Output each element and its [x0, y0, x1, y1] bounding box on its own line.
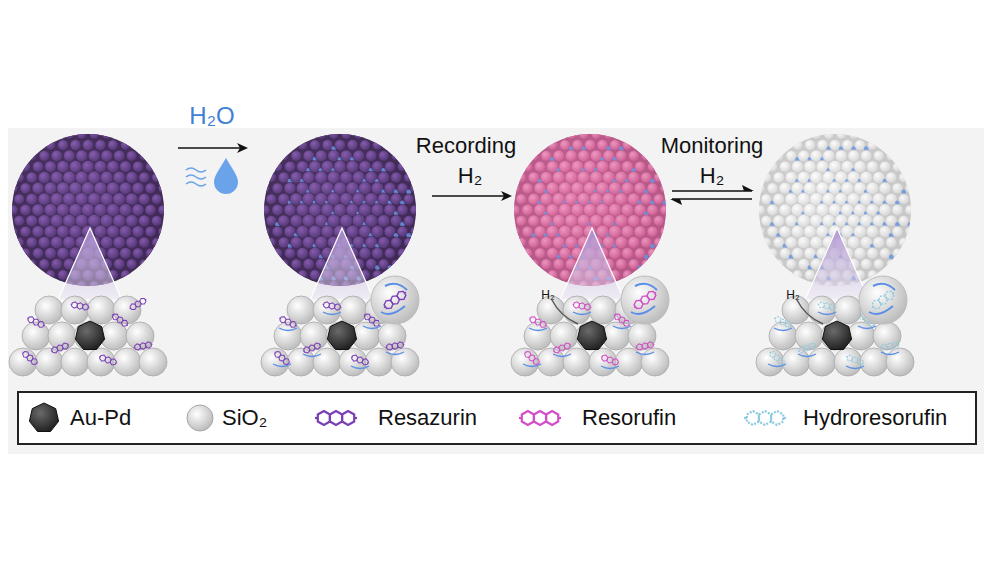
- resazurin-molecule: [350, 354, 370, 367]
- silica-inset: [9, 296, 167, 376]
- hydroresorufin-molecule: [845, 354, 865, 367]
- reagent-label: H₂: [458, 164, 482, 188]
- resorufin-symbol: [519, 411, 561, 425]
- resazurin-molecule: [110, 312, 129, 328]
- resazurin-molecule: [98, 354, 118, 367]
- legend-text: Au-Pd: [70, 406, 131, 430]
- magnifier-bubble: [859, 276, 907, 324]
- process-arrow: [178, 143, 248, 153]
- resazurin-molecule: [50, 342, 70, 355]
- zoom-cone: [310, 228, 374, 300]
- h2-inset-label: H₂: [786, 289, 799, 302]
- au-pd-particle: [822, 321, 851, 350]
- legend-frame: [18, 392, 976, 444]
- au-pd-symbol: [29, 403, 58, 432]
- h2-flow-arrow: [552, 300, 578, 324]
- step-label: Recording: [416, 134, 516, 158]
- hydroresorufin-molecule: [880, 341, 900, 351]
- magnifier-bubble: [621, 276, 669, 324]
- resazurin-molecule: [278, 315, 298, 329]
- zoom-cone: [805, 228, 869, 300]
- hydroresorufin-molecule: [817, 301, 837, 311]
- h2-inset-label: H₂: [541, 289, 554, 302]
- legend-text: Resorufin: [582, 406, 676, 430]
- background-panel: [8, 128, 984, 454]
- resazurin-molecule: [322, 301, 342, 311]
- equilibrium-arrow: [670, 185, 754, 205]
- resorufin-molecule: [528, 315, 548, 329]
- au-pd-particle: [75, 321, 104, 350]
- resorufin-molecule: [572, 301, 592, 311]
- reagent-label: H₂: [700, 164, 724, 188]
- hydroresorufin-molecule: [773, 315, 793, 329]
- hydroresorufin-molecule: [797, 342, 817, 355]
- au-pd-particle: [577, 321, 606, 350]
- resorufin-molecule: [523, 349, 542, 366]
- resazurin-molecule: [381, 289, 408, 312]
- hydroresorufin-molecule: [869, 289, 896, 312]
- water-icon: [186, 158, 238, 194]
- h2-flow-arrow: [797, 300, 823, 324]
- resazurin-symbol: [315, 411, 357, 425]
- process-arrow: [432, 191, 512, 201]
- resazurin-molecule: [302, 342, 322, 355]
- resazurin-molecule: [133, 341, 153, 351]
- legend-text: Resazurin: [378, 406, 477, 430]
- reagent-label: H₂O: [189, 103, 234, 129]
- magnifier-bubble: [371, 276, 419, 324]
- step-label: Monitoring: [661, 134, 764, 158]
- resazurin-molecule: [70, 301, 90, 311]
- resazurin-molecule: [21, 349, 40, 366]
- zoom-cone: [58, 228, 122, 300]
- resorufin-molecule: [635, 341, 655, 351]
- resorufin-molecule: [600, 354, 620, 367]
- legend-text: SiO₂: [222, 406, 267, 430]
- legend-text: Hydroresorufin: [803, 406, 947, 430]
- resorufin-molecule: [631, 289, 658, 312]
- resazurin-molecule: [128, 296, 148, 311]
- silica-inset: [756, 296, 914, 376]
- resazurin-molecule: [385, 341, 405, 351]
- resorufin-molecule: [552, 342, 572, 355]
- silica-symbol: [187, 405, 213, 431]
- resazurin-molecule: [273, 349, 292, 366]
- au-pd-particle: [327, 321, 356, 350]
- zoom-cone: [560, 228, 624, 300]
- resazurin-molecule: [26, 315, 46, 329]
- hydroresorufin-molecule: [768, 349, 787, 366]
- hydroresorufin-symbol: [744, 411, 786, 425]
